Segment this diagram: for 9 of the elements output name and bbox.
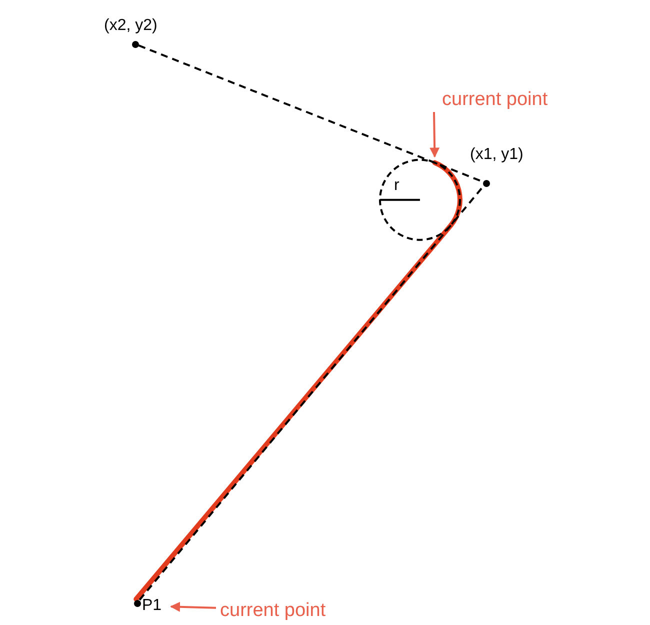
arrow	[430, 112, 440, 158]
callout-label: current point	[442, 88, 548, 112]
callout-label: current point	[220, 599, 326, 623]
point-label: (x2, y2)	[104, 16, 158, 36]
radius-label: r	[394, 178, 400, 194]
point-label: P1	[142, 596, 162, 616]
arrow	[170, 602, 216, 612]
dashed-line	[138, 44, 483, 182]
point-label: (x1, y1)	[470, 145, 524, 165]
